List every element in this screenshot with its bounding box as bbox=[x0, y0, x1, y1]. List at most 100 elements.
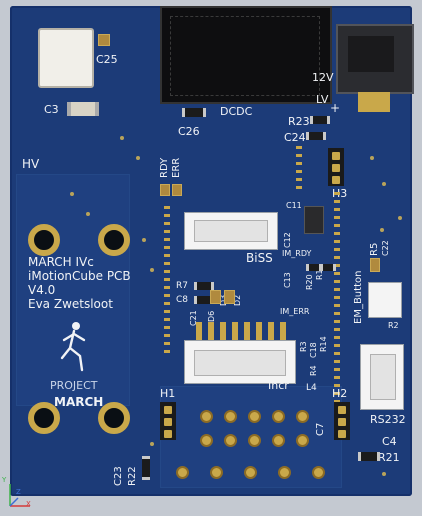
logo-text-project: PROJECT bbox=[50, 379, 98, 392]
axis-label-x: X bbox=[26, 500, 31, 508]
header-h3-pin bbox=[332, 164, 340, 172]
label-l4: L4 bbox=[306, 383, 317, 393]
label-lv: LV bbox=[316, 93, 329, 106]
label-12v: 12V bbox=[312, 71, 334, 84]
diode-d2 bbox=[224, 290, 235, 304]
header-h1-pin bbox=[164, 430, 172, 438]
header-h2-pin bbox=[338, 430, 346, 438]
incr-pad-row bbox=[196, 322, 286, 340]
via bbox=[150, 442, 154, 446]
label-rdy: RDY bbox=[159, 157, 170, 178]
resistor-c26 bbox=[182, 108, 206, 117]
pin-row-left bbox=[164, 206, 170, 356]
label-r20: R20 bbox=[305, 274, 314, 290]
bottom-pad bbox=[296, 434, 309, 447]
header-h2-pin bbox=[338, 406, 346, 414]
pin-row-right-2 bbox=[296, 146, 302, 190]
header-h2-pin bbox=[338, 418, 346, 426]
resistor-r21 bbox=[358, 452, 380, 461]
label-c8: C8 bbox=[176, 295, 189, 305]
label-hv: HV bbox=[22, 157, 40, 171]
bottom-pad bbox=[248, 410, 261, 423]
pcb-board: C25 C3 HV DCDC C26 12V LV + R23 C24 H3 R… bbox=[10, 6, 414, 496]
axis-label-y: Y bbox=[2, 476, 7, 484]
board-title-line-1: MARCH IVc bbox=[28, 255, 94, 269]
header-h1-pin bbox=[164, 418, 172, 426]
chip-c11 bbox=[304, 206, 324, 234]
mounting-hole bbox=[98, 224, 130, 256]
capacitor-c3-body bbox=[67, 102, 99, 116]
label-c26: C26 bbox=[178, 125, 200, 138]
mounting-hole bbox=[98, 402, 130, 434]
label-r2: R2 bbox=[388, 321, 399, 330]
pin-row-right bbox=[334, 192, 340, 402]
dcdc-module bbox=[160, 6, 332, 104]
label-h2: H2 bbox=[332, 387, 348, 400]
via bbox=[142, 238, 146, 242]
label-biss: BiSS bbox=[246, 251, 273, 265]
via bbox=[70, 192, 74, 196]
axis-label-z: Z bbox=[16, 488, 21, 496]
label-r23: R23 bbox=[288, 115, 310, 128]
biss-connector-slot bbox=[194, 220, 268, 242]
label-r3: R3 bbox=[299, 341, 308, 352]
via bbox=[382, 182, 386, 186]
label-err: ERR bbox=[171, 157, 182, 178]
label-c7: C7 bbox=[315, 422, 326, 436]
label-r22: R22 bbox=[127, 466, 138, 486]
led-err bbox=[172, 184, 182, 196]
via bbox=[136, 156, 140, 160]
mounting-hole bbox=[28, 224, 60, 256]
bottom-pad bbox=[224, 434, 237, 447]
label-r14: R14 bbox=[319, 336, 328, 352]
header-h3-pin bbox=[332, 176, 340, 184]
lv-pad bbox=[358, 92, 390, 112]
label-c22: C22 bbox=[381, 240, 390, 256]
mounting-hole bbox=[28, 402, 60, 434]
label-c11: C11 bbox=[286, 201, 302, 210]
bottom-pad bbox=[210, 466, 223, 479]
bottom-pad bbox=[248, 434, 261, 447]
label-rs232: RS232 bbox=[370, 413, 406, 426]
bottom-pad bbox=[224, 410, 237, 423]
label-plus: + bbox=[330, 101, 341, 115]
label-dcdc: DCDC bbox=[220, 105, 253, 118]
label-c24: C24 bbox=[284, 131, 306, 144]
label-d2: D2 bbox=[233, 294, 242, 306]
resistor-r7 bbox=[194, 282, 214, 290]
lv-connector-slot bbox=[348, 36, 394, 72]
via bbox=[120, 136, 124, 140]
diode-d3 bbox=[210, 290, 221, 304]
board-title-line-2: iMotionCube PCB bbox=[28, 269, 131, 283]
bottom-pad bbox=[200, 410, 213, 423]
label-h1: H1 bbox=[160, 387, 176, 400]
capacitor-c24 bbox=[306, 132, 326, 140]
label-c12: C12 bbox=[283, 232, 292, 248]
incr-connector-slot bbox=[194, 350, 286, 376]
via bbox=[380, 228, 384, 232]
label-r21: R21 bbox=[378, 451, 400, 464]
via bbox=[370, 156, 374, 160]
via bbox=[150, 268, 154, 272]
header-h1-pin bbox=[164, 406, 172, 414]
label-im-err: IM_ERR bbox=[280, 307, 310, 316]
rs232-connector-slot bbox=[370, 354, 396, 400]
bottom-pad bbox=[200, 434, 213, 447]
bottom-pad bbox=[312, 466, 325, 479]
label-d6: D6 bbox=[207, 310, 216, 322]
via bbox=[382, 472, 386, 476]
resistor-r23 bbox=[310, 116, 330, 124]
capacitor-c25-pad bbox=[98, 34, 110, 46]
resistor-r19 bbox=[320, 264, 336, 271]
label-im-rdy: IM_RDY bbox=[282, 249, 312, 258]
label-em-button: EM_Button bbox=[353, 270, 364, 324]
label-c4: C4 bbox=[382, 435, 397, 448]
logo-text-march: MARCH bbox=[54, 395, 104, 409]
label-c23: C23 bbox=[113, 466, 124, 486]
via bbox=[398, 216, 402, 220]
dcdc-inner-frame bbox=[170, 16, 320, 96]
label-c25: C25 bbox=[96, 53, 118, 66]
copper-pour-left bbox=[16, 174, 130, 406]
label-c13: C13 bbox=[283, 272, 292, 288]
header-h3-pin bbox=[332, 152, 340, 160]
